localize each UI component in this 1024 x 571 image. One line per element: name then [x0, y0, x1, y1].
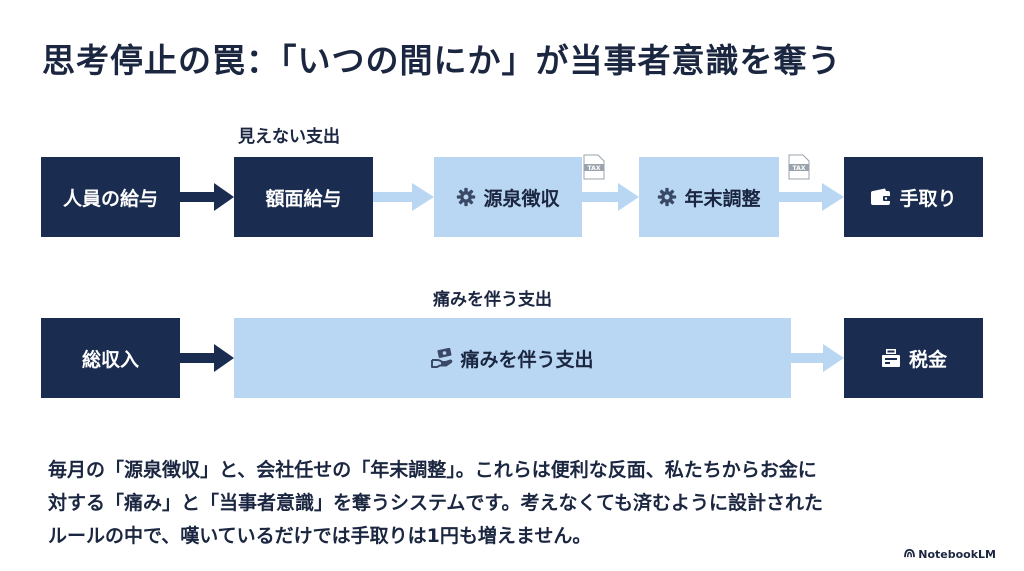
flow1-step-label: 人員の給与: [62, 187, 158, 210]
dark-arrow: [180, 183, 234, 211]
body-line: 対する「痛み」と「当事者意識」を奪うシステムです。考えなくても済むように設計され…: [48, 492, 824, 514]
flow2-step-total-income: 総収入: [41, 318, 180, 398]
flow2-step-tax: 税金: [844, 318, 983, 398]
flow1-step-take-home: 手取り: [844, 157, 983, 237]
tax-tag: TAX: [588, 165, 601, 172]
body-text: 毎月の「源泉徴収」と、会社任せの「年末調整」。これらは便利な反面、私たちからお金…: [48, 454, 998, 553]
body-line: ルールの中で、嘆いているだけでは手取りは1円も増えません。: [48, 525, 592, 547]
tax-document-icon: TAX: [581, 154, 607, 184]
flow1-step-withholding: 源泉徴収: [434, 157, 582, 237]
flow1-step-label: 手取り: [899, 187, 957, 210]
flow1-step-gross-salary: 額面給与: [234, 157, 373, 237]
flow1-step-label: 年末調整: [684, 187, 761, 210]
flow1-step-label: 額面給与: [265, 187, 342, 210]
tax-document-icon: TAX: [786, 154, 812, 184]
gear-icon: [657, 187, 677, 207]
page-title: 思考停止の罠：「いつの間にか」が当事者意識を奪う: [42, 41, 842, 80]
flow2-step-label: 総収入: [81, 348, 139, 371]
brand-label: NotebookLM: [918, 548, 996, 561]
gear-icon: [456, 187, 476, 207]
brand-watermark: NotebookLM: [904, 548, 996, 561]
light-arrow: [373, 183, 434, 211]
flow2-step-label: 税金: [908, 348, 947, 371]
notebooklm-logo-icon: [904, 548, 916, 561]
dark-arrow: [180, 344, 234, 372]
tax-register-icon: [880, 348, 902, 368]
hand-money-icon: [431, 348, 453, 368]
light-arrow: [779, 183, 844, 211]
flow1-step-gross-salary-source: 人員の給与: [41, 157, 180, 237]
tax-tag: TAX: [793, 165, 806, 172]
flow2-step-painful-expense: 痛みを伴う支出: [234, 318, 791, 398]
flow1-step-label: 源泉徴収: [483, 187, 560, 210]
flow2-label: 痛みを伴う支出: [433, 290, 552, 310]
light-arrow: [791, 344, 844, 372]
flow2-step-label: 痛みを伴う支出: [460, 348, 594, 371]
flow1-label: 見えない支出: [238, 127, 340, 147]
flow1-step-year-end-adjustment: 年末調整: [639, 157, 779, 237]
wallet-icon: [870, 188, 892, 206]
body-line: 毎月の「源泉徴収」と、会社任せの「年末調整」。これらは便利な反面、私たちからお金…: [48, 459, 817, 481]
light-arrow: [582, 183, 639, 211]
